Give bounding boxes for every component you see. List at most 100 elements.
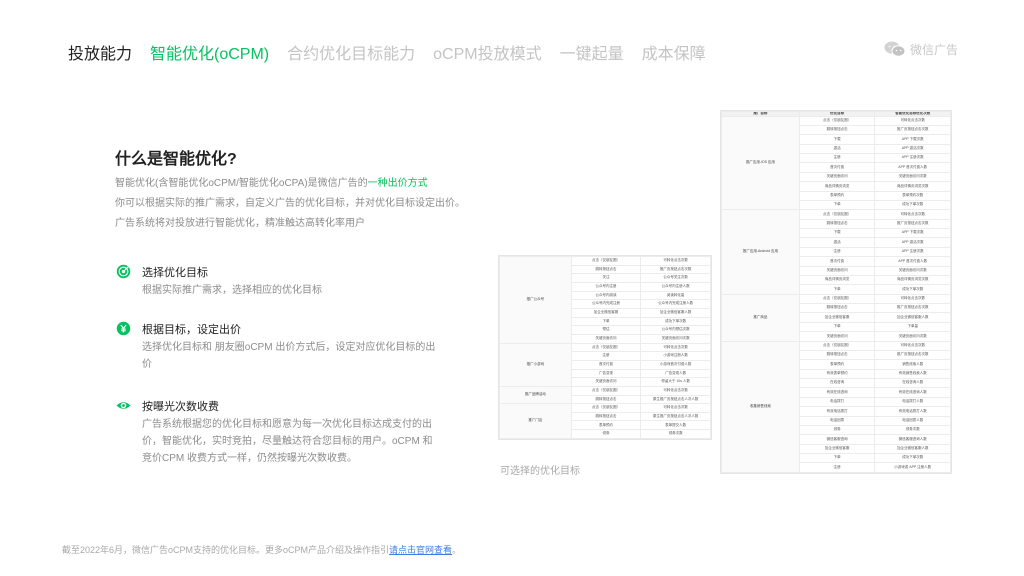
table-row: 领券领券次数 (500, 429, 711, 439)
table-cell: 可转化点击次数 (874, 115, 951, 126)
table-group-cell: 推广公众号 (499, 256, 572, 344)
table-row: 加企业微信客服加企业微信客服人数 (722, 443, 951, 455)
intro-title: 什么是智能优化? (115, 151, 237, 168)
brand-logo: 微信广告 (884, 40, 958, 58)
table-cell: 小游戏首次付费人数 (640, 359, 711, 370)
table-cell: APP 注册次数 (874, 152, 951, 164)
table-cell: 有效在线咨询 (798, 387, 876, 398)
nav-item-contract[interactable]: 合约优化目标能力 (287, 46, 416, 63)
table-cell: 公众号内完成注册人数 (640, 299, 711, 309)
table-cell: 领券 (570, 429, 642, 439)
table-cell: 注册 (798, 246, 876, 258)
table-cell: 有效销售线索人数 (874, 368, 951, 380)
table-cell: 公众号内注册人数 (640, 281, 711, 292)
table-cell: 公众号内完成注册 (570, 299, 642, 309)
table-cell: 表单提交人数 (640, 420, 711, 431)
table-cell: 激活 (798, 143, 876, 155)
table-cell: 关注 (570, 273, 642, 283)
table-cell: 关键页面访问 (798, 265, 876, 276)
table-row: 推广应用-Android 应用点击（仅朋友圈）可转化点击次数 (721, 209, 951, 295)
table-cell: 阅读转化量 (640, 290, 711, 301)
table-cell: 跳转按钮点击 (570, 264, 642, 275)
table-cell: APP 首次付费人数 (874, 256, 951, 267)
table-cell: 商品详情页浏览 (798, 274, 876, 286)
table-row: 收集销售线索点击（仅朋友圈）可转化点击次数 (721, 340, 951, 473)
table-row: 推广品牌活动点击（仅朋友圈）可转化点击次数 (499, 385, 711, 405)
nav-item-ocpm[interactable]: 智能优化(oCPM) (150, 46, 270, 63)
table-cell: 关键页面访问次数 (640, 333, 711, 344)
table-cell: 首次付费 (798, 256, 876, 267)
table-cell: 注册 (570, 351, 642, 361)
table-cell: 下载 (798, 134, 876, 145)
table-cell: 表单预约 (798, 359, 876, 370)
table-cell: 关键页面访问次数 (874, 265, 951, 276)
goals-table-right: 推广目标 优化目标 智能优化目标优化次数 推广应用-iOS 应用点击（仅朋友圈）… (720, 110, 952, 474)
nav-item-boost[interactable]: 一键起量 (559, 46, 624, 63)
table-cell: 可转化点击次数 (640, 403, 711, 413)
nav-item-capability[interactable]: 投放能力 (68, 46, 133, 63)
table-cell: 成功下单次数 (640, 316, 711, 327)
table-group-cell: 推广品牌活动 (499, 385, 572, 405)
table-cell: 加企业微信客服 (798, 312, 876, 323)
table-cell: 下单 (570, 316, 642, 327)
table-cell: 有效在线咨询人数 (874, 387, 951, 398)
table-cell: 跳转按钮点击 (798, 218, 876, 230)
table-cell: 跳转按钮点击 (798, 349, 876, 361)
goals-table-right-grid: 推广目标 优化目标 智能优化目标优化次数 推广应用-iOS 应用点击（仅朋友圈）… (721, 111, 951, 473)
nav-item-cost-guarantee[interactable]: 成本保障 (641, 46, 706, 63)
table-cell: 注册 (798, 462, 876, 473)
nav-item-ocpm-mode[interactable]: oCPM投放模式 (433, 46, 542, 63)
table-row: 下单成功下单次数 (722, 452, 951, 464)
table-cell: 推广页按钮点击次数 (640, 264, 711, 275)
table-row: 商品详情页浏览商品详情页浏览次数 (722, 274, 951, 286)
table-cell: 小游戏或 APP 注册人数 (874, 462, 951, 473)
table-cell: 加企业微信客服人数 (874, 312, 951, 323)
wechat-icon (884, 41, 906, 57)
table-cell: 下单 (798, 321, 876, 333)
table-row: 电话拨打电话拨打人数 (722, 396, 951, 408)
footer-note: 截至2022年6月，微信广告oCPM支持的优化目标。更多oCPM产品介绍及操作指… (62, 543, 461, 556)
table-row: 跳转按钮点击推广页按钮点击次数 (722, 349, 951, 361)
table-cell: 下单 (798, 199, 876, 211)
table-cell: APP 激活次数 (874, 143, 951, 155)
table-row: 领券领券次数 (722, 424, 951, 436)
table-cell: 领券次数 (640, 429, 711, 439)
table-row: 跳转按钮点击推广页按钮点击次数 (722, 302, 951, 314)
table-cell: 在线咨询人数 (874, 377, 951, 389)
table-cell: 原生推广页按钮点击人次人数 (640, 411, 711, 422)
table-cell: 跳转按钮点击 (798, 302, 876, 314)
eye-icon (116, 402, 131, 409)
table-cell: 下单量 (874, 321, 951, 333)
feature-title: 根据目标，设定出价 (142, 324, 241, 336)
yen-icon (116, 321, 131, 336)
table-group-cell: 推广应用-Android 应用 (721, 209, 800, 295)
table-row: 有效在线咨询有效在线咨询人数 (722, 387, 951, 398)
table-header-row: 推广目标 优化目标 智能优化目标优化次数 (721, 111, 951, 117)
feature-desc: 广告系统根据您的优化目标和愿意为每一次优化目标达成支付的出价，智能优化，实时竞拍… (142, 419, 433, 464)
table-group-cell: 收集销售线索 (721, 340, 800, 473)
table-cell: 广告变现 (570, 368, 642, 379)
table-cell: 点击（仅朋友圈） (798, 293, 876, 305)
table-cell: 下载 (798, 227, 876, 239)
table-cell: 电话拨打人数 (874, 396, 951, 408)
table-cell: 关键页面访问 (570, 377, 642, 387)
table-cell: 点击（仅朋友圈） (798, 340, 876, 351)
table-cell: 推广页按钮点击次数 (874, 124, 951, 136)
table-group-cell: 推广门店 (499, 403, 572, 439)
table-cell: 跳转按钮点击 (570, 411, 642, 422)
intro-text: 智能优化(含智能优化oCPM/智能优化oCPA)是微信广告的一种出价方式你可以根… (115, 174, 470, 234)
table-cell: 推广页按钮点击次数 (874, 349, 951, 361)
table-cell: 跳转按钮点击 (570, 394, 642, 405)
table-cell: 可转化点击次数 (640, 342, 711, 353)
table-cell: 公众号内阅读 (570, 290, 642, 301)
table-row: 推广公众号点击（仅朋友圈）可转化点击次数 (499, 256, 711, 344)
official-site-link[interactable]: 请点击官网查看 (389, 545, 453, 555)
table-cell: 表单预约 (798, 190, 876, 201)
table-cell: 成功下单次数 (874, 284, 951, 295)
table-cell: 小游戏注册人数 (640, 351, 711, 361)
table-cell: 预估 (570, 325, 642, 335)
table-cell: 跳转按钮点击 (798, 124, 876, 136)
table-cell: 可转化点击次数 (874, 340, 951, 351)
table-row: 有效电话拨打有效电话拨打人数 (722, 406, 951, 417)
